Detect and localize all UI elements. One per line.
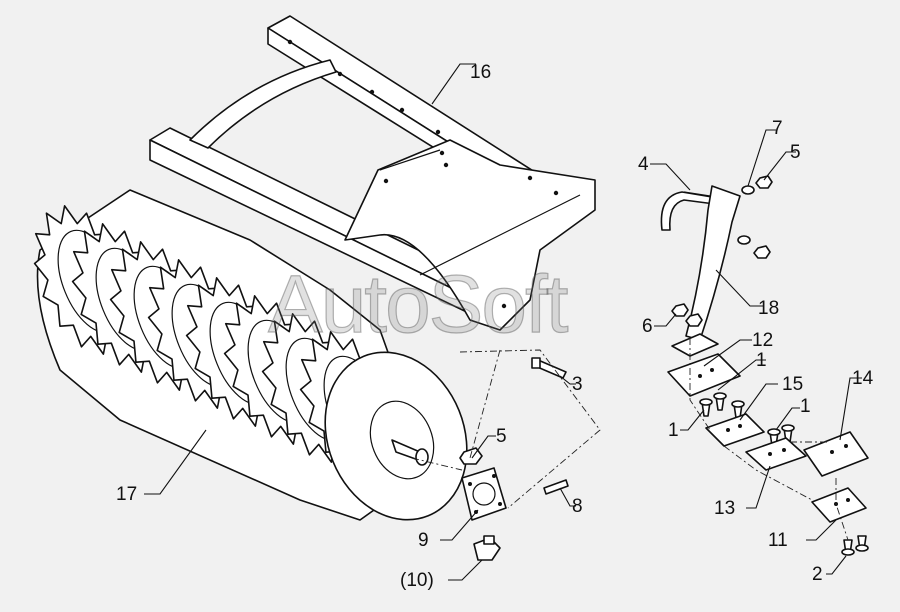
bolts-2: [841, 535, 869, 556]
callout-2: 2: [812, 564, 823, 585]
grease-fitting-10: [473, 535, 501, 561]
callout-labels: 16 4 7 5 18 6 12 1 15 1 14 1 3 5 8 9 (10…: [116, 62, 874, 591]
callout-13: 13: [714, 498, 735, 519]
nut-6: [671, 303, 689, 317]
callout-7: 7: [772, 118, 783, 139]
plate-13: [745, 437, 807, 471]
scraper-assembly: [660, 175, 869, 556]
callout-15: 15: [782, 374, 803, 395]
callout-3: 3: [572, 374, 583, 395]
callout-9: 9: [418, 530, 429, 551]
roller-end-disc: [324, 351, 468, 521]
bolts-1-upper: [699, 392, 745, 419]
frame-side-bracket: [344, 139, 596, 331]
plate-11: [811, 487, 867, 523]
callout-1-b: 1: [800, 396, 811, 417]
callout-5-lower: 5: [496, 426, 507, 447]
callout-18: 18: [758, 298, 779, 319]
callout-17: 17: [116, 484, 137, 505]
callout-12: 12: [752, 330, 773, 351]
callout-16: 16: [470, 62, 491, 83]
bearing-flange-9: [461, 467, 507, 521]
callout-4: 4: [638, 154, 649, 175]
plate-15: [705, 413, 765, 447]
callout-11: 11: [768, 530, 788, 551]
leader-lines: [144, 63, 862, 581]
callout-6: 6: [642, 316, 653, 337]
plate-14: [803, 431, 869, 477]
nut-5-upper: [755, 175, 773, 189]
watermark: AutoSoft: [268, 259, 569, 350]
plate-12: [667, 353, 741, 397]
callout-14: 14: [852, 368, 874, 389]
bolt-3: [531, 357, 567, 379]
callout-1-a: 1: [756, 350, 767, 371]
callout-5-upper: 5: [790, 142, 801, 163]
callout-8: 8: [572, 496, 583, 517]
washer-7: [741, 185, 755, 195]
callout-1-c: 1: [668, 420, 679, 441]
callout-10: (10): [400, 570, 434, 591]
frame-curved-brace: [189, 59, 337, 149]
toothed-roller: [33, 189, 468, 521]
frame-assembly: [149, 15, 596, 331]
pin-8: [543, 479, 569, 495]
